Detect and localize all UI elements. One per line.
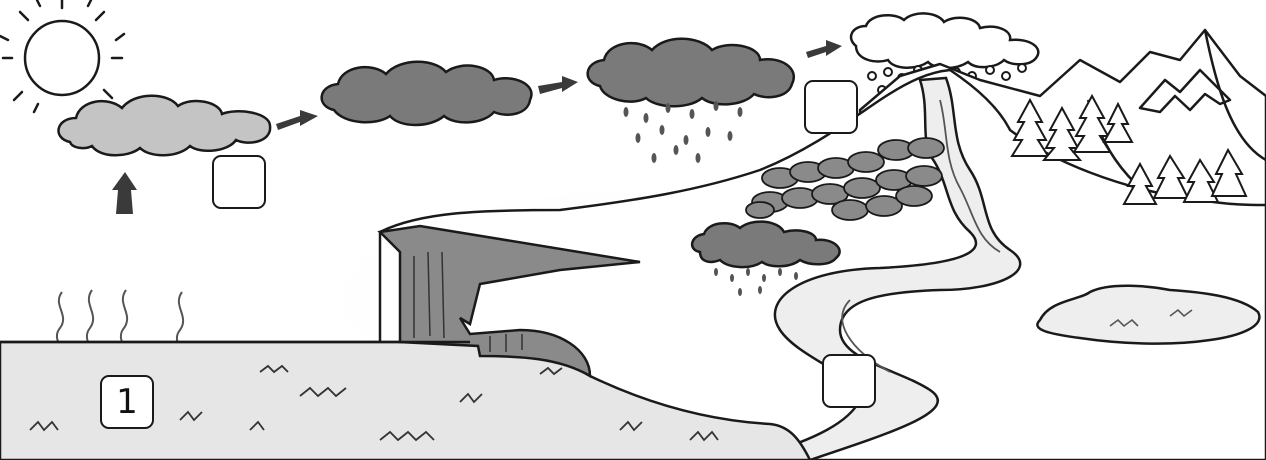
dark-cloud-middle [322,62,532,125]
mountain-cloud [851,13,1038,68]
raindrops-upper [624,101,743,163]
box-sea[interactable]: 1 [100,375,154,429]
arrow-1-icon [276,110,318,130]
rain-cloud [588,39,794,107]
arrow-3-icon [806,40,842,58]
arrow-2-icon [538,76,578,94]
evaporation-arrow-icon [112,172,137,214]
box-river[interactable] [822,354,876,408]
box-cloud-mountain[interactable] [804,80,858,134]
box-cloud-low[interactable] [212,155,266,209]
sun-icon [0,0,124,112]
light-cloud-left [59,96,271,156]
